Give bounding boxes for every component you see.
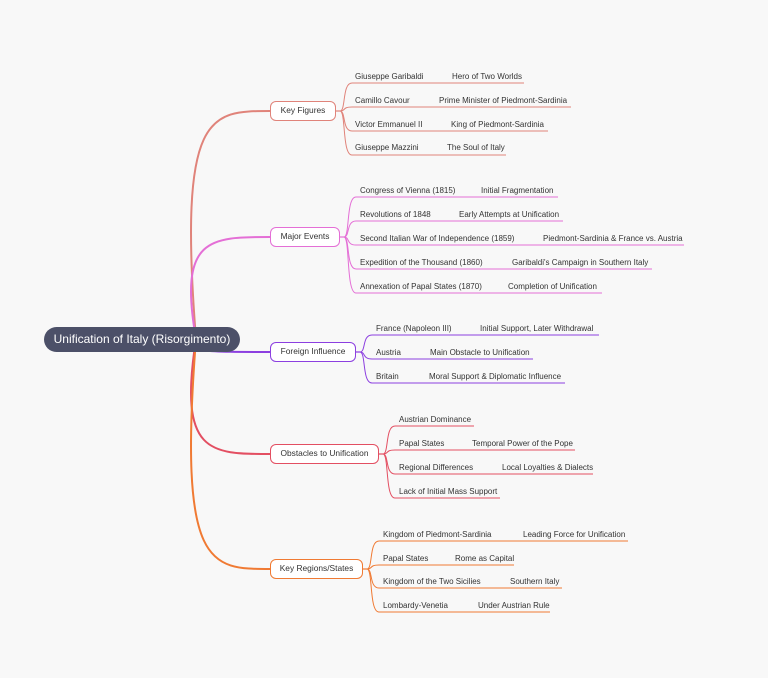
leaf-detail[interactable]: Local Loyalties & Dialects: [502, 463, 594, 472]
leaf-label[interactable]: Revolutions of 1848: [360, 210, 431, 219]
branch-obstacles[interactable]: Obstacles to Unification: [270, 444, 379, 464]
root-topic[interactable]: Unification of Italy (Risorgimento): [44, 327, 240, 352]
branch-major-events[interactable]: Major Events: [270, 227, 340, 247]
leaf-detail[interactable]: Initial Support, Later Withdrawal: [480, 324, 594, 333]
leaf-label[interactable]: Papal States: [383, 554, 429, 563]
leaf-detail[interactable]: Piedmont-Sardinia & France vs. Austria: [543, 234, 683, 243]
branch-connector: [190, 236, 271, 340]
branch-key-figures[interactable]: Key Figures: [270, 101, 336, 121]
leaf-label[interactable]: Giuseppe Garibaldi: [355, 72, 424, 81]
leaf-label[interactable]: Regional Differences: [399, 463, 474, 472]
leaf-detail[interactable]: Leading Force for Unification: [523, 530, 626, 539]
leaf-detail[interactable]: Main Obstacle to Unification: [430, 348, 530, 357]
leaf-connector: [359, 334, 599, 353]
leaf-connector: [382, 449, 575, 455]
leaf-connector: [339, 106, 571, 112]
leaf-connector: [359, 351, 565, 384]
leaf-connector: [366, 540, 628, 570]
leaf-label[interactable]: Expedition of the Thousand (1860): [360, 258, 483, 267]
leaf-connector: [339, 82, 524, 112]
leaf-detail[interactable]: King of Piedmont-Sardinia: [451, 120, 544, 129]
leaf-detail[interactable]: Early Attempts at Unification: [459, 210, 560, 219]
leaf-detail[interactable]: Prime Minister of Piedmont-Sardinia: [439, 96, 568, 105]
branch-connector: [190, 338, 271, 570]
leaf-label[interactable]: Kingdom of the Two Sicilies: [383, 577, 481, 586]
leaf-connector: [343, 196, 558, 238]
leaf-label[interactable]: Annexation of Papal States (1870): [360, 282, 482, 291]
leaf-detail[interactable]: Completion of Unification: [508, 282, 597, 291]
leaf-connector: [343, 236, 602, 294]
leaf-label[interactable]: Lombardy-Venetia: [383, 601, 448, 610]
leaf-connector: [366, 564, 514, 570]
leaf-connector: [343, 220, 563, 238]
leaf-label[interactable]: France (Napoleon III): [376, 324, 452, 333]
leaf-label[interactable]: Britain: [376, 372, 399, 381]
leaf-label[interactable]: Austrian Dominance: [399, 415, 472, 424]
leaf-connector: [339, 110, 506, 156]
leaf-connector: [366, 568, 550, 613]
branch-connector: [190, 110, 271, 340]
leaf-label[interactable]: Austria: [376, 348, 401, 357]
branch-connector: [190, 338, 271, 455]
leaf-detail[interactable]: Rome as Capital: [455, 554, 515, 563]
leaf-label[interactable]: Lack of Initial Mass Support: [399, 487, 498, 496]
leaf-detail[interactable]: Southern Italy: [510, 577, 560, 586]
leaf-label[interactable]: Papal States: [399, 439, 445, 448]
leaf-detail[interactable]: Hero of Two Worlds: [452, 72, 522, 81]
leaf-detail[interactable]: Moral Support & Diplomatic Influence: [429, 372, 562, 381]
leaf-connector: [382, 425, 474, 455]
leaf-detail[interactable]: Garibaldi's Campaign in Southern Italy: [512, 258, 649, 267]
leaf-detail[interactable]: The Soul of Italy: [447, 143, 505, 152]
branch-key-regions[interactable]: Key Regions/States: [270, 559, 363, 579]
leaf-detail[interactable]: Under Austrian Rule: [478, 601, 550, 610]
leaf-label[interactable]: Kingdom of Piedmont-Sardinia: [383, 530, 492, 539]
leaf-detail[interactable]: Initial Fragmentation: [481, 186, 554, 195]
leaf-label[interactable]: Giuseppe Mazzini: [355, 143, 419, 152]
leaf-label[interactable]: Congress of Vienna (1815): [360, 186, 456, 195]
leaf-label[interactable]: Camillo Cavour: [355, 96, 410, 105]
leaf-label[interactable]: Second Italian War of Independence (1859…: [360, 234, 515, 243]
leaf-label[interactable]: Victor Emmanuel II: [355, 120, 423, 129]
leaf-connector: [382, 453, 500, 499]
branch-foreign-influence[interactable]: Foreign Influence: [270, 342, 356, 362]
leaf-detail[interactable]: Temporal Power of the Pope: [472, 439, 573, 448]
